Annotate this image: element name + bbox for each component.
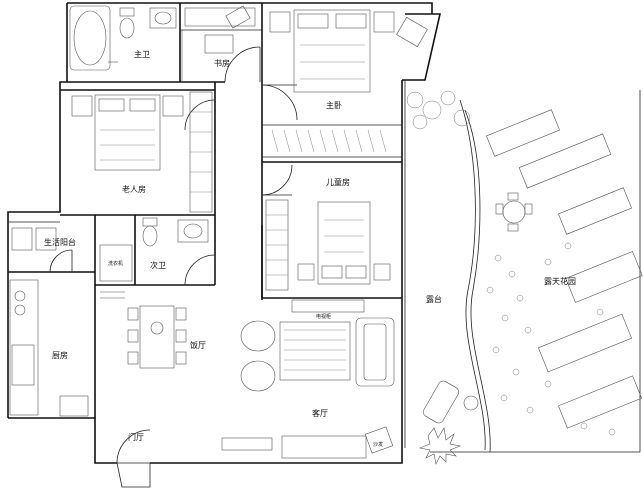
label-terrace: 露台 — [426, 294, 442, 304]
study-furniture — [181, 5, 256, 82]
kids-bed — [265, 199, 391, 291]
label-kids-room: 儿童房 — [326, 177, 350, 187]
label-master-bedroom: 主卧 — [326, 100, 342, 110]
label-laundry: 洗衣机 — [108, 260, 123, 267]
master-bath-fixtures — [69, 5, 177, 71]
label-utility-balcony: 生活阳台 — [44, 237, 76, 247]
doors — [49, 46, 298, 488]
guest-bath-fixtures — [99, 217, 209, 282]
terrace-garden — [406, 90, 643, 465]
label-roof-garden: 露天花园 — [544, 276, 576, 286]
label-master-bath: 主卫 — [134, 49, 150, 59]
label-entry: 门厅 — [128, 432, 144, 442]
exterior-walls — [7, 2, 442, 464]
label-dining: 饭厅 — [190, 340, 206, 350]
label-sofa: 沙发 — [373, 441, 383, 448]
label-tv-cabinet: 电视柜 — [316, 313, 331, 320]
label-kitchen: 厨房 — [52, 350, 68, 360]
dining-set — [100, 291, 187, 369]
elder-bed — [71, 91, 213, 213]
interior-walls — [8, 3, 402, 418]
label-study: 书房 — [214, 58, 230, 68]
label-guest-bath: 次卫 — [150, 260, 166, 270]
master-bed — [269, 9, 428, 93]
master-wardrobe — [271, 129, 387, 153]
kitchen-fixtures — [9, 227, 89, 417]
label-living: 客厅 — [312, 408, 328, 418]
living-furniture — [221, 299, 395, 459]
label-elder-room: 老人房 — [122, 184, 146, 194]
